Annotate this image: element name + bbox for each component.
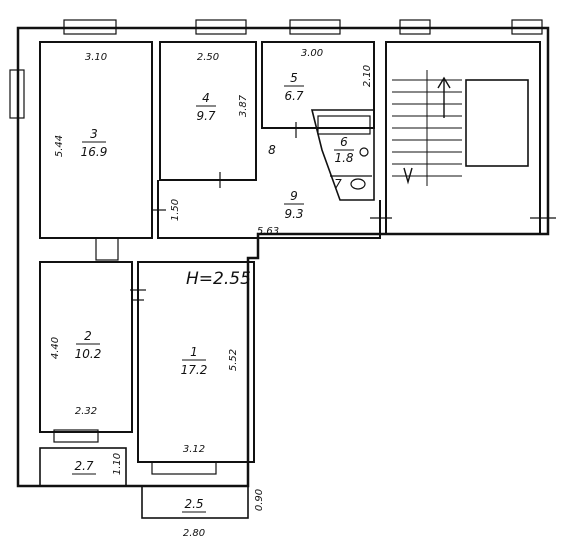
svg-text:9.3: 9.3: [284, 207, 303, 221]
room-2-wall: [39, 261, 133, 433]
svg-text:4: 4: [202, 91, 210, 105]
dim-r2-length: 4.40: [50, 337, 61, 359]
walls: [9, 19, 556, 519]
svg-text:3: 3: [90, 127, 98, 141]
room-3-label: 3 16.9: [81, 127, 108, 159]
dimension-labels: 3.10 5.44 2.50 3.87 3.00 2.10 5.63 1.50 …: [50, 48, 373, 539]
room-2-label: 2 10.2: [75, 329, 102, 361]
sink: [359, 147, 369, 157]
dim-r9-width: 5.63: [257, 226, 279, 237]
dim-r9-depth: 1.50: [170, 199, 181, 221]
room-4-label: 4 9.7: [196, 91, 216, 123]
svg-text:2.5: 2.5: [184, 497, 203, 511]
svg-text:17.2: 17.2: [181, 363, 208, 377]
dim-r1-width: 3.12: [183, 444, 205, 455]
svg-text:10.2: 10.2: [75, 347, 102, 361]
balcony-bottom-label: 2.5: [182, 497, 206, 513]
svg-text:5: 5: [290, 71, 298, 85]
svg-text:9.7: 9.7: [196, 109, 215, 123]
door-ticks: [130, 122, 556, 301]
stair-landing: [465, 79, 529, 167]
stair-arrow-up: [437, 76, 451, 118]
stair-wall: [385, 41, 541, 235]
room-4-wall: [159, 41, 257, 181]
room-6-label: 6 1.8: [334, 135, 354, 165]
dim-r3-length: 5.44: [54, 135, 65, 157]
balcony-left-wall: [39, 447, 127, 487]
outer-wall: [16, 26, 550, 488]
svg-text:6.7: 6.7: [284, 89, 303, 103]
svg-text:2.7: 2.7: [74, 459, 93, 473]
dim-balcony-left-depth: 1.10: [112, 453, 123, 475]
svg-text:6: 6: [340, 135, 348, 149]
dim-balcony-bottom-width: 2.80: [183, 528, 205, 539]
balcony-left-label: 2.7: [72, 459, 96, 475]
svg-text:1.8: 1.8: [334, 151, 353, 165]
svg-text:16.9: 16.9: [81, 145, 108, 159]
room-8-label: 8: [268, 143, 276, 157]
dim-r5-width: 3.00: [301, 48, 323, 59]
dim-r3-width: 3.10: [85, 52, 107, 63]
toilet: [350, 178, 366, 190]
dim-r5-length: 2.10: [362, 65, 373, 87]
balcony-bottom-wall: [141, 485, 249, 519]
room-1-label: 1 17.2: [181, 345, 208, 377]
stair-treads: [392, 70, 462, 186]
bathtub: [317, 115, 371, 135]
dim-r1-length: 5.52: [228, 349, 239, 371]
svg-text:1: 1: [190, 345, 198, 359]
dim-r4-length: 3.87: [238, 94, 249, 117]
windows: [9, 19, 543, 475]
ceiling-height: H=2.55: [186, 269, 251, 289]
dim-balcony-bottom-depth: 0.90: [254, 489, 265, 511]
bath-wall: [310, 109, 375, 201]
room-5-label: 5 6.7: [284, 71, 304, 103]
svg-text:2: 2: [84, 329, 92, 343]
room-9-label: 9 9.3: [284, 189, 304, 221]
dim-r2-width: 2.32: [75, 406, 97, 417]
stair-arrow-down: [403, 167, 413, 185]
room-9-wall: [157, 180, 381, 239]
dim-r4-width: 2.50: [197, 52, 219, 63]
room-7-label: 7: [334, 177, 342, 191]
svg-text:9: 9: [290, 189, 298, 203]
